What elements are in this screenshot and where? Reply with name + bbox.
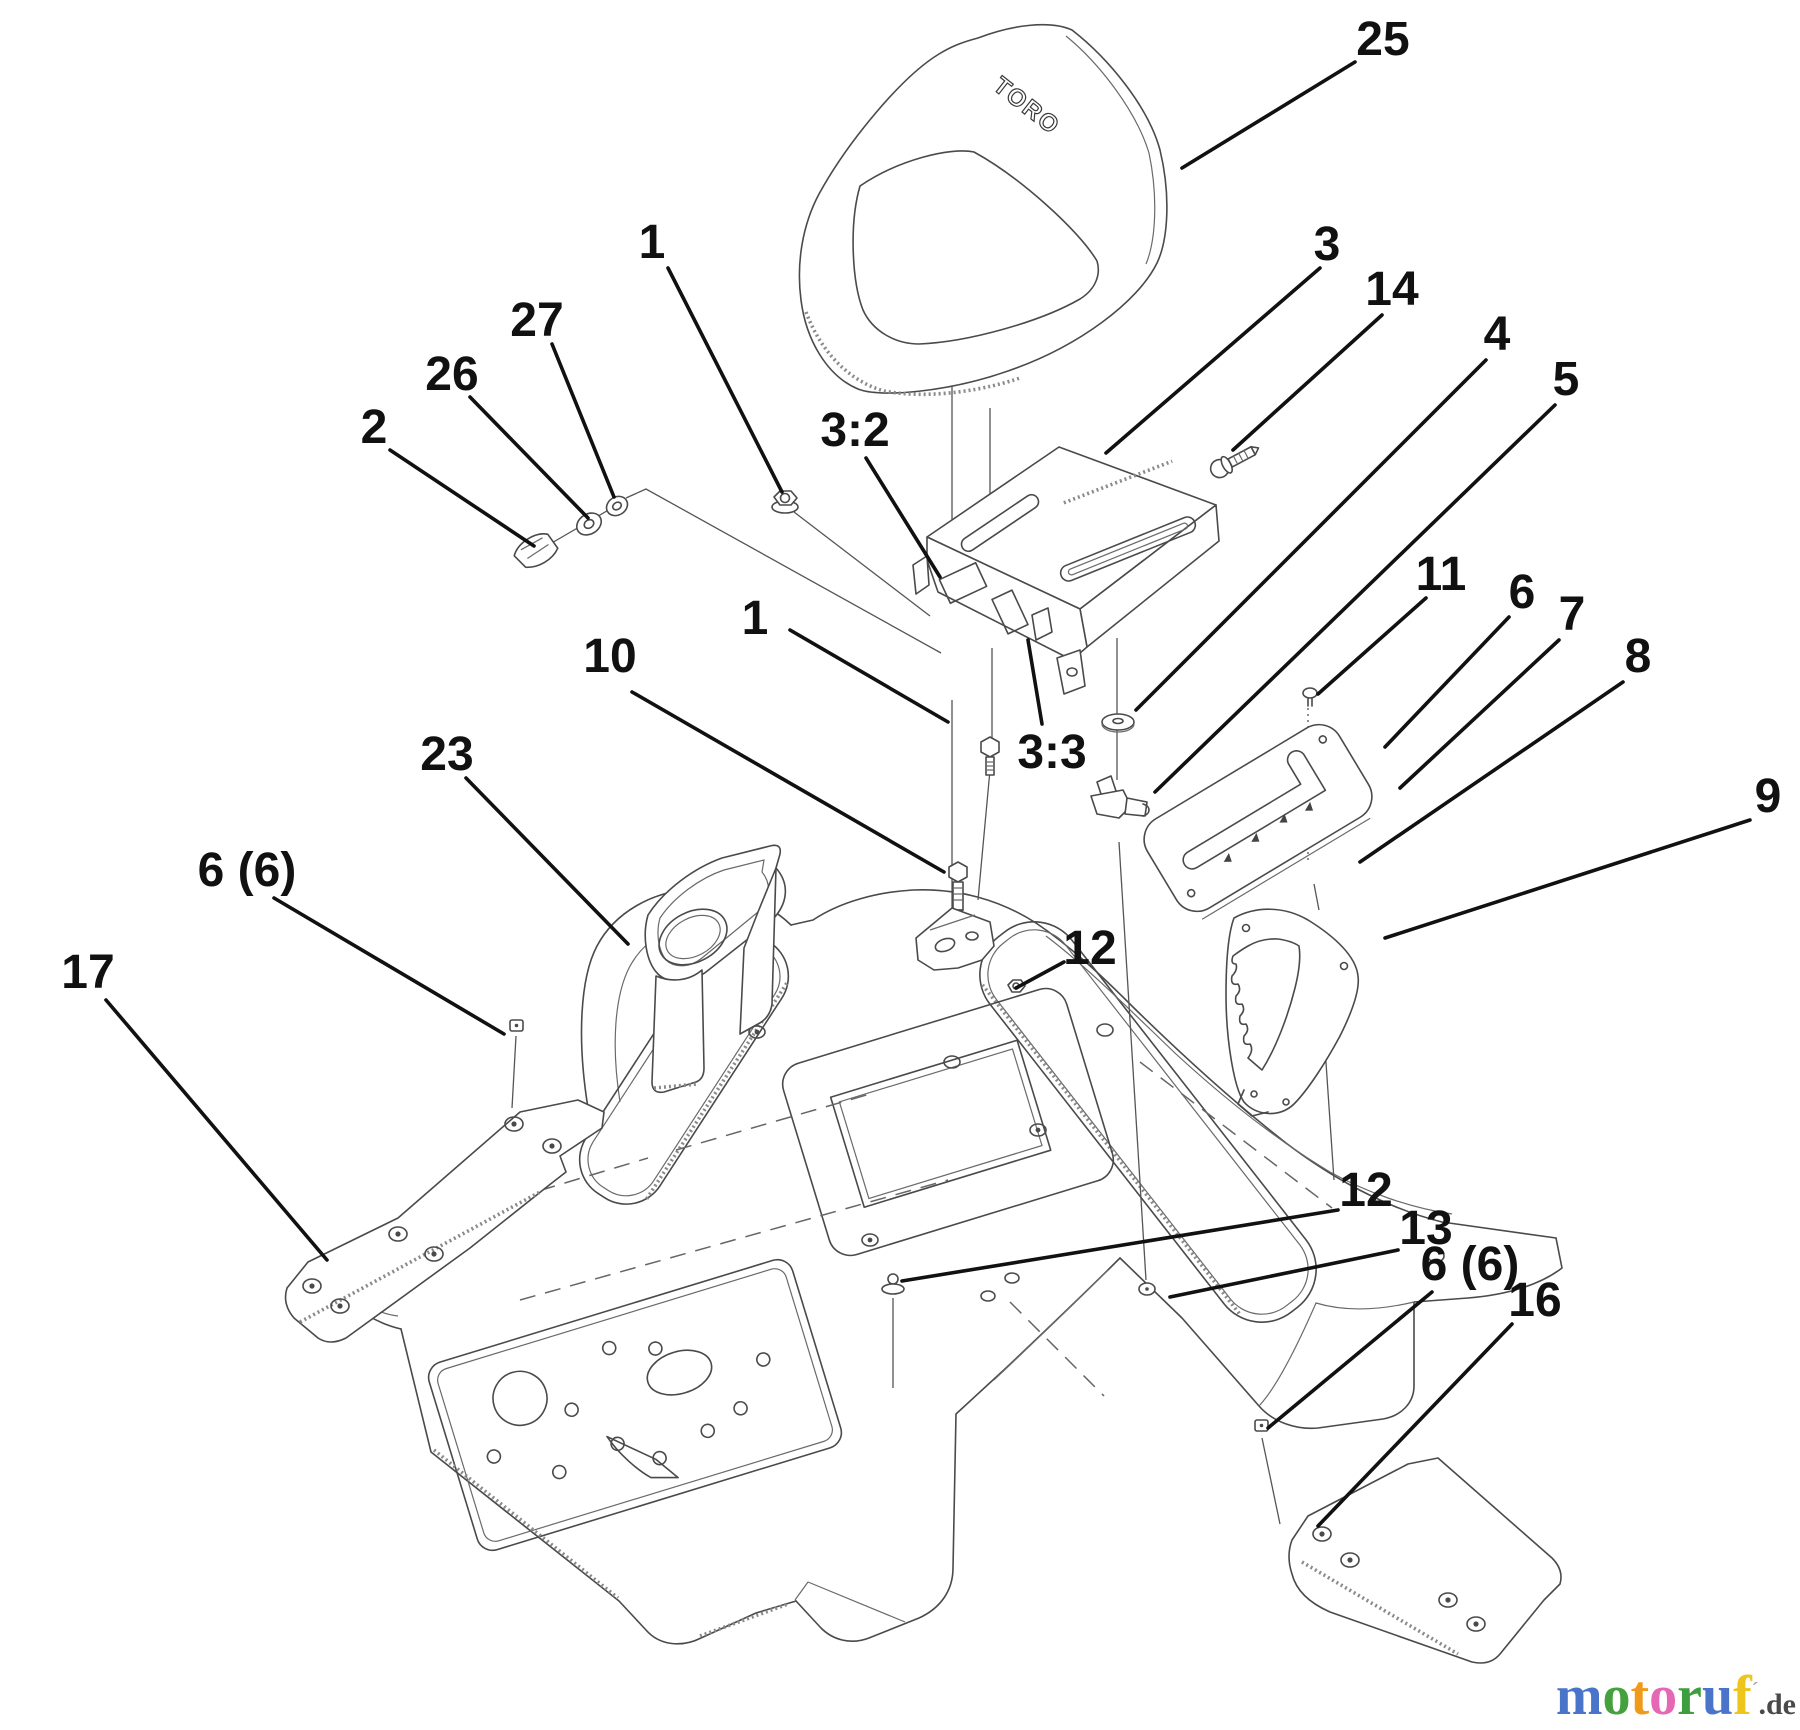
callout-8-label: 8 [1625, 630, 1652, 683]
callout-12-right-leader [900, 1208, 1340, 1283]
seat: TORO [798, 23, 1168, 397]
callout-27-label: 27 [510, 294, 563, 347]
seat-adjuster-plate [1143, 723, 1373, 920]
hardware [509, 445, 1318, 1432]
callout-1-top-label: 1 [639, 216, 666, 269]
cup-holder-console [644, 844, 787, 1094]
callout-3-label: 3 [1314, 218, 1341, 271]
callout-3-2-leader [864, 456, 942, 579]
callout-1-mid-label: 1 [742, 592, 769, 645]
right-running-board-holes [1312, 1526, 1486, 1632]
bolt-1 [980, 736, 1000, 776]
latch-5 [1090, 775, 1150, 819]
callout-5-label: 5 [1553, 353, 1580, 406]
motoruf-letter-2: t [1630, 1665, 1650, 1727]
callout-10-leader [630, 690, 946, 874]
callout-7-leader [1398, 638, 1561, 790]
callout-23-leader [464, 776, 630, 946]
callout-13-label: 13 [1399, 1202, 1452, 1255]
callout-6-6-left-leader [272, 896, 506, 1036]
callout-14-leader [1231, 313, 1384, 452]
callout-6-leader [1383, 615, 1511, 749]
callout-17-leader [104, 998, 329, 1262]
callout-6-label: 6 [1509, 566, 1536, 619]
callout-9-label: 9 [1755, 770, 1782, 823]
deck-holes [748, 1023, 1445, 1302]
callout-7-label: 7 [1559, 588, 1586, 641]
motoruf-letter-6: f [1733, 1665, 1752, 1727]
callout-3-3-label: 3:3 [1017, 726, 1086, 779]
callout-12-mid-leader [1014, 960, 1066, 990]
battery-tray [781, 987, 1115, 1257]
callout-4-label: 4 [1484, 308, 1511, 361]
latch-guide-bracket [1225, 908, 1360, 1117]
motoruf-letter-0: m [1555, 1665, 1603, 1727]
motoruf-logo-mark: ´ [1751, 1679, 1759, 1701]
screw-6-left [509, 1019, 524, 1032]
callout-2-label: 2 [361, 401, 388, 454]
callout-27-leader [550, 342, 616, 499]
seat-bracket [912, 446, 1220, 695]
floor-control-plate [427, 1258, 843, 1552]
callout-26-label: 26 [425, 348, 478, 401]
washer-26 [575, 512, 603, 536]
motoruf-letter-1: o [1602, 1665, 1631, 1727]
hinge-bracket [915, 907, 995, 971]
motoruf-letter-4: r [1677, 1665, 1703, 1727]
motoruf-domain-suffix: .de [1758, 1688, 1797, 1721]
callout-2-leader [388, 448, 536, 548]
screw-11 [1302, 687, 1318, 707]
callout-23-label: 23 [420, 728, 473, 781]
callout-1-top-leader [666, 266, 784, 494]
callout-16-leader [1316, 1322, 1514, 1528]
callout-12-mid-label: 12 [1063, 922, 1116, 975]
motoruf-letter-5: u [1702, 1665, 1734, 1727]
callout-6-6-right-label: 6 (6) [1421, 1238, 1520, 1291]
callout-13-leader [1168, 1248, 1400, 1299]
bolt-13 [1138, 1282, 1156, 1296]
callout-14-label: 14 [1365, 263, 1419, 316]
left-running-board [284, 1099, 605, 1343]
callout-11-label: 11 [1416, 548, 1467, 601]
left-running-board-holes [302, 1116, 562, 1314]
callout-25-leader [1180, 60, 1357, 170]
callout-6-6-right-leader [1266, 1290, 1434, 1430]
callout-12-right-label: 12 [1339, 1164, 1392, 1217]
carriage-bolt-12 [881, 1273, 905, 1295]
callout-16-label: 16 [1508, 1274, 1561, 1327]
callout-26-leader [468, 395, 590, 520]
motoruf-letter-3: o [1649, 1665, 1678, 1727]
flange-nut-1 [771, 490, 799, 514]
callout-11-leader [1316, 596, 1428, 696]
callout-1-mid-leader [788, 628, 950, 724]
motoruf-logo-word: motoruf [1556, 1665, 1752, 1727]
callout-4-leader [1134, 358, 1488, 712]
callout-9-leader [1383, 818, 1752, 940]
washer-27 [605, 495, 629, 517]
callout-10-label: 10 [583, 630, 636, 683]
callout-3-3-leader [1026, 638, 1044, 726]
shoulder-screw-14 [1209, 445, 1260, 479]
callout-5-leader [1153, 403, 1557, 794]
callout-3-2-label: 3:2 [820, 404, 889, 457]
screw-6-right [1254, 1419, 1269, 1432]
callout-17-label: 17 [61, 946, 114, 999]
callout-6-6-left-label: 6 (6) [198, 844, 297, 897]
callout-25-label: 25 [1356, 13, 1409, 66]
washer-4 [1101, 713, 1135, 733]
callout-8-leader [1358, 680, 1625, 864]
right-running-board [1288, 1457, 1562, 1664]
callout-3-leader [1104, 266, 1322, 455]
motoruf-logo: motoruf´.de [1556, 1668, 1796, 1724]
